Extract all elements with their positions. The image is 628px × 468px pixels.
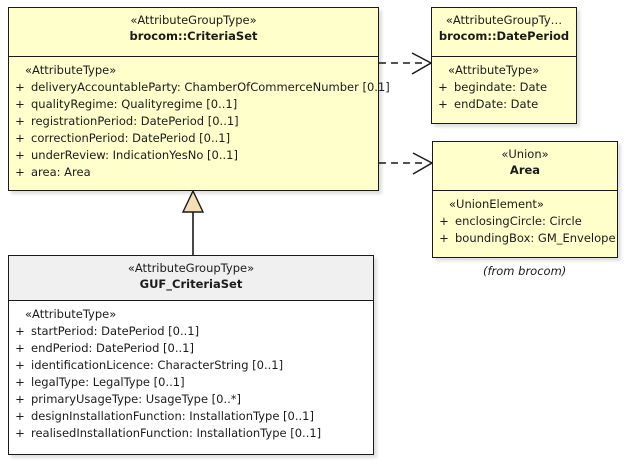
visibility-marker: + <box>15 80 25 94</box>
attribute-label: enclosingCircle: Circle <box>455 214 582 228</box>
attribute-group-stereotype-guf-criteria-set: «AttributeType» <box>25 307 117 321</box>
class-stereotype-area: «Union» <box>501 147 549 161</box>
area-package-note: (from brocom) <box>483 264 567 278</box>
attribute-label: legalType: LegalType [0..1] <box>31 375 185 389</box>
attribute-row[interactable]: + legalType: LegalType [0..1] <box>9 374 373 391</box>
attribute-row[interactable]: + endDate: Date <box>432 96 576 113</box>
attribute-group-stereotype-area: «UnionElement» <box>449 197 544 211</box>
class-name-area: Area <box>509 163 541 177</box>
visibility-marker: + <box>15 324 25 338</box>
attribute-row[interactable]: + startPeriod: DatePeriod [0..1] <box>9 323 373 340</box>
attribute-label: identificationLicence: CharacterString [… <box>31 358 284 372</box>
class-header-guf-criteria-set: «AttributeGroupType» GUF_CriteriaSet <box>9 256 373 301</box>
visibility-marker: + <box>15 375 25 389</box>
attribute-row[interactable]: + underReview: IndicationYesNo [0..1] <box>9 147 378 164</box>
class-header-date-period: «AttributeGroupTy… brocom::DatePeriod <box>432 8 576 57</box>
generalization-guf-to-criteriaset <box>181 189 205 255</box>
attribute-label: begindate: Date <box>454 80 548 94</box>
attribute-row[interactable]: + boundingBox: GM_Envelope <box>433 230 617 247</box>
class-box-criteria-set[interactable]: «AttributeGroupType» brocom::CriteriaSet… <box>8 7 390 191</box>
attribute-group-stereotype-date-period: «AttributeType» <box>448 63 540 77</box>
visibility-marker: + <box>439 231 449 245</box>
class-box-guf-criteria-set[interactable]: «AttributeGroupType» GUF_CriteriaSet «At… <box>8 255 374 455</box>
attribute-label: designInstallationFunction: Installation… <box>31 409 314 423</box>
attribute-row[interactable]: + realisedInstallationFunction: Installa… <box>9 425 373 442</box>
class-name-criteria-set: brocom::CriteriaSet <box>129 29 258 43</box>
attribute-row[interactable]: + correctionPeriod: DatePeriod [0..1] <box>9 130 378 147</box>
visibility-marker: + <box>15 392 25 406</box>
class-stereotype-criteria-set: «AttributeGroupType» <box>130 13 257 27</box>
visibility-marker: + <box>438 80 448 94</box>
attribute-label: underReview: IndicationYesNo [0..1] <box>31 148 238 162</box>
attribute-label: startPeriod: DatePeriod [0..1] <box>31 324 200 338</box>
attribute-row[interactable]: + registrationPeriod: DatePeriod [0..1] <box>9 113 378 130</box>
dependency-criteriaset-to-dateperiod <box>379 52 433 75</box>
attribute-group-stereotype-criteria-set: «AttributeType» <box>25 63 117 77</box>
attribute-label: correctionPeriod: DatePeriod [0..1] <box>31 131 231 145</box>
class-body-guf-criteria-set: «AttributeType» + startPeriod: DatePerio… <box>9 301 373 448</box>
attribute-label: registrationPeriod: DatePeriod [0..1] <box>31 114 239 128</box>
class-name-date-period: brocom::DatePeriod <box>438 29 570 43</box>
visibility-marker: + <box>439 214 449 228</box>
class-body-area: «UnionElement» + enclosingCircle: Circle… <box>433 191 617 253</box>
attribute-row[interactable]: + designInstallationFunction: Installati… <box>9 408 373 425</box>
attribute-row[interactable]: + qualityRegime: Qualityregime [0..1] <box>9 96 378 113</box>
visibility-marker: + <box>15 165 25 179</box>
class-header-area: «Union» Area <box>433 142 617 191</box>
attribute-row[interactable]: + identificationLicence: CharacterString… <box>9 357 373 374</box>
class-stereotype-date-period: «AttributeGroupTy… <box>445 13 563 27</box>
class-box-date-period[interactable]: «AttributeGroupTy… brocom::DatePeriod «A… <box>431 7 577 124</box>
visibility-marker: + <box>15 97 25 111</box>
class-name-guf-criteria-set: GUF_CriteriaSet <box>139 277 243 291</box>
attribute-label: endDate: Date <box>454 97 539 111</box>
visibility-marker: + <box>15 341 25 355</box>
class-header-criteria-set: «AttributeGroupType» brocom::CriteriaSet <box>9 8 378 57</box>
visibility-marker: + <box>438 97 448 111</box>
attribute-label: realisedInstallationFunction: Installati… <box>31 426 322 440</box>
attribute-label: area: Area <box>31 165 91 179</box>
attribute-label: primaryUsageType: UsageType [0..*] <box>31 392 242 406</box>
class-body-criteria-set: «AttributeType» + deliveryAccountablePar… <box>9 57 390 187</box>
dependency-criteriaset-to-area <box>379 152 434 175</box>
visibility-marker: + <box>15 131 25 145</box>
visibility-marker: + <box>15 358 25 372</box>
visibility-marker: + <box>15 426 25 440</box>
class-box-area[interactable]: «Union» Area «UnionElement» + enclosingC… <box>432 141 618 258</box>
visibility-marker: + <box>15 114 25 128</box>
attribute-label: endPeriod: DatePeriod [0..1] <box>31 341 194 355</box>
attribute-row[interactable]: + primaryUsageType: UsageType [0..*] <box>9 391 373 408</box>
attribute-label: boundingBox: GM_Envelope <box>455 231 616 245</box>
attribute-row[interactable]: + endPeriod: DatePeriod [0..1] <box>9 340 373 357</box>
attribute-row[interactable]: + begindate: Date <box>432 79 576 96</box>
attribute-row[interactable]: + area: Area <box>9 164 378 181</box>
visibility-marker: + <box>15 409 25 423</box>
class-body-date-period: «AttributeType» + begindate: Date + endD… <box>432 57 576 119</box>
attribute-row[interactable]: + deliveryAccountableParty: ChamberOfCom… <box>9 79 390 96</box>
attribute-label: qualityRegime: Qualityregime [0..1] <box>31 97 238 111</box>
visibility-marker: + <box>15 148 25 162</box>
class-stereotype-guf-criteria-set: «AttributeGroupType» <box>127 261 255 275</box>
attribute-label: deliveryAccountableParty: ChamberOfComme… <box>31 80 390 94</box>
attribute-row[interactable]: + enclosingCircle: Circle <box>433 213 617 230</box>
